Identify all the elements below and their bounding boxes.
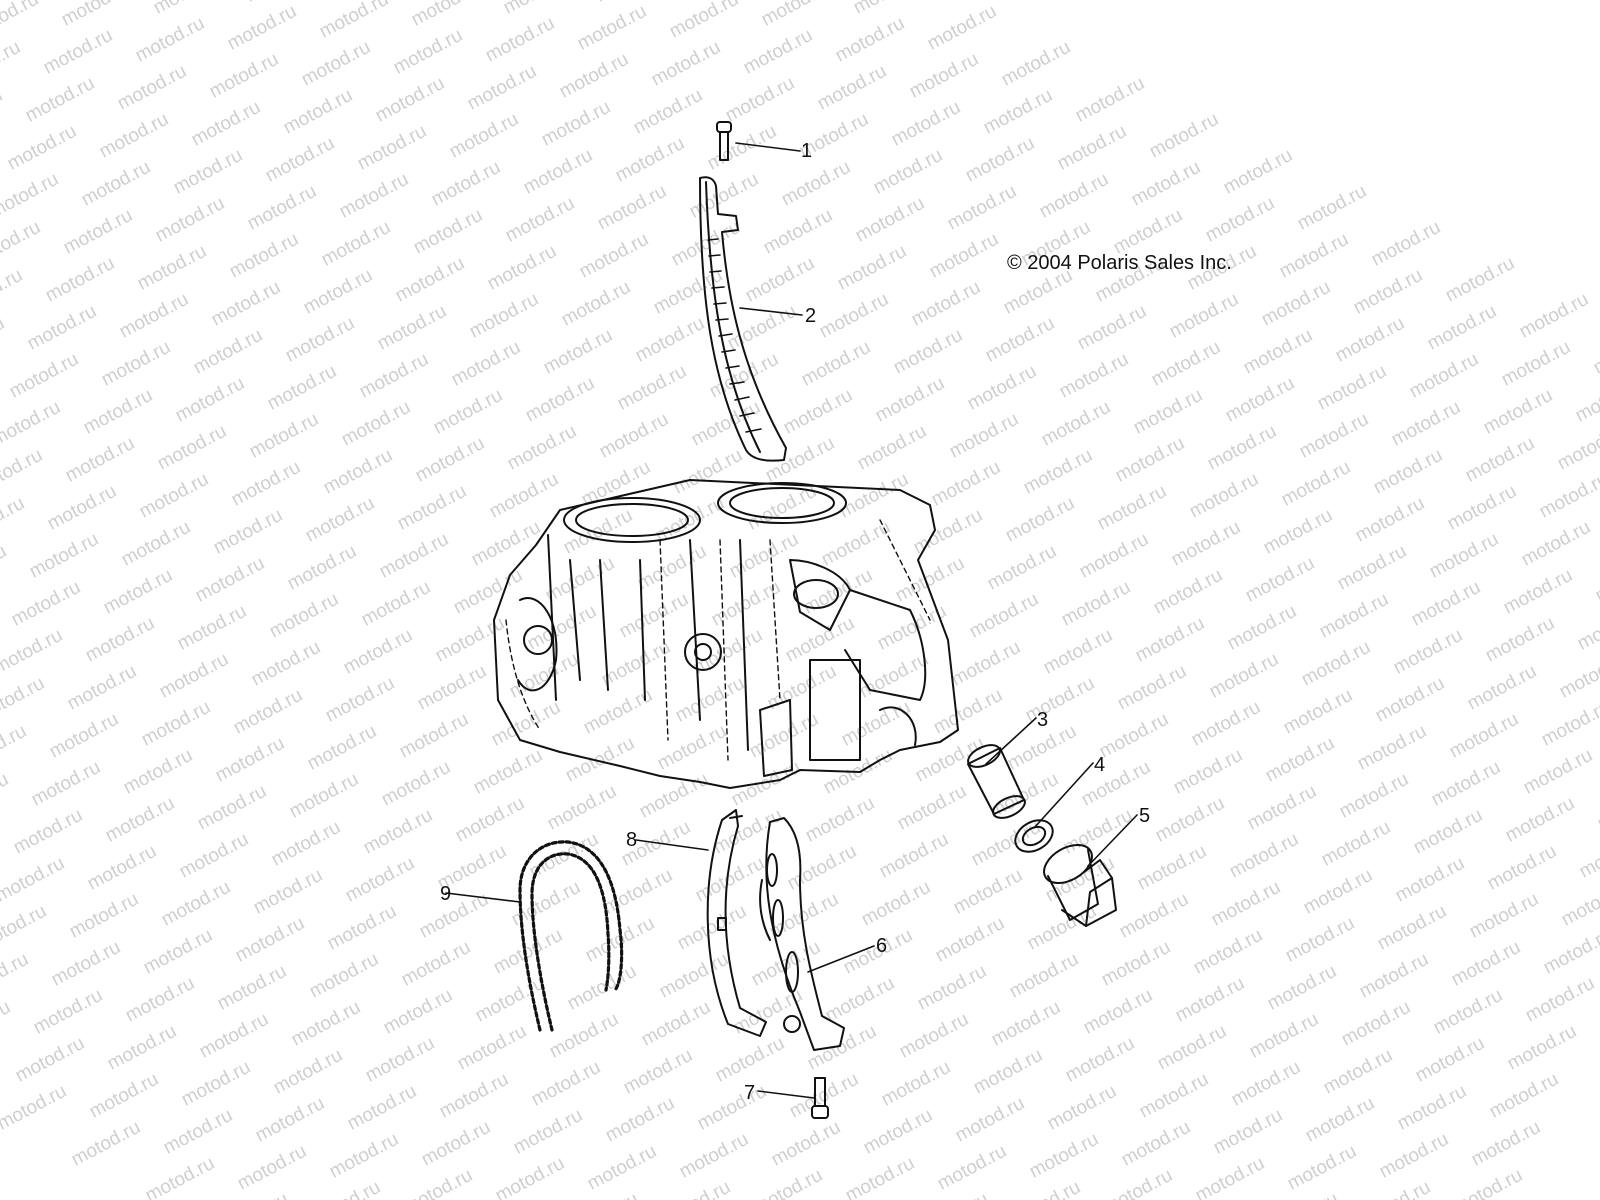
upper-chain-guide [699,176,787,462]
bolt-bottom [811,1077,829,1119]
tensioner-blade [706,809,767,1037]
callout-4: 4 [1094,754,1105,776]
callout-2: 2 [805,305,816,327]
callout-3: 3 [1037,709,1048,731]
tensioner-sleeve [967,744,1026,819]
callout-labels: 1 2 3 4 5 6 7 8 9 [440,140,1150,1104]
hex-plug [1043,844,1117,927]
callout-1: 1 [801,140,812,162]
callout-9: 9 [440,883,451,905]
washer [1014,819,1054,853]
engine-block [493,479,959,789]
leader-lines [445,142,1138,1099]
callout-7: 7 [744,1082,755,1104]
lower-chain-guide [759,817,845,1051]
timing-chain [518,840,624,1032]
bolt-top [716,121,732,161]
callout-8: 8 [626,829,637,851]
callout-5: 5 [1139,805,1150,827]
copyright-notice: © 2004 Polaris Sales Inc. [1007,252,1232,274]
callout-6: 6 [876,935,887,957]
